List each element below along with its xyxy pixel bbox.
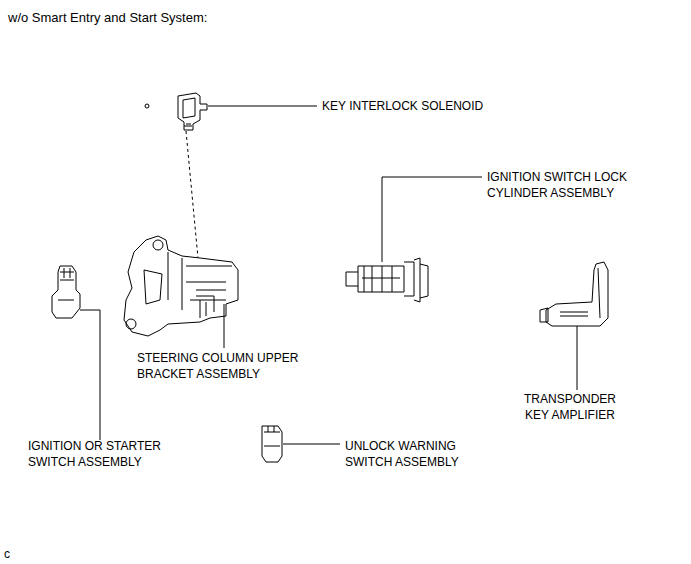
part-name: KEY INTERLOCK SOLENOID	[322, 98, 512, 114]
key-interlock-solenoid	[145, 104, 149, 108]
ignition-or-starter-switch	[52, 266, 80, 318]
heading: w/o Smart Entry and Start System:	[8, 10, 207, 26]
ignition-or-starter-switch	[58, 268, 74, 300]
transponder-key-amplifier	[540, 308, 548, 322]
leader-line	[382, 177, 482, 262]
part-name: IGNITION OR STARTER SWITCH ASSEMBLY	[28, 438, 196, 470]
unlock-warning-switch	[262, 426, 282, 462]
steering-column-upper-bracket	[124, 236, 238, 336]
leader-line	[224, 304, 225, 348]
ignition-switch-lock-cylinder	[404, 258, 420, 302]
key-interlock-solenoid	[184, 124, 192, 126]
transponder-key-amplifier	[546, 262, 608, 326]
key-interlock-solenoid	[145, 93, 207, 130]
leader-line	[283, 444, 340, 445]
leader-line	[80, 106, 577, 444]
ignition-switch-lock-cylinder	[420, 264, 428, 298]
transponder-key-amplifier	[540, 262, 608, 326]
leader-line	[208, 106, 317, 107]
steering-column-upper-bracket	[124, 236, 238, 336]
part-name: UNLOCK WARNING SWITCH ASSEMBLY	[345, 438, 490, 470]
steering-column-upper-bracket	[190, 300, 226, 318]
transponder-key-amplifier	[560, 268, 600, 318]
steering-column-upper-bracket	[153, 240, 163, 250]
part-name: IGNITION SWITCH LOCK CYLINDER ASSEMBLY	[487, 169, 667, 201]
steering-column-upper-bracket	[144, 252, 232, 312]
leader-line	[577, 326, 578, 390]
ignition-or-starter-switch	[52, 266, 80, 318]
figure-code: c	[4, 546, 24, 562]
leader-line	[80, 310, 100, 440]
unlock-warning-switch	[264, 426, 280, 446]
part-name: STEERING COLUMN UPPER BRACKET ASSEMBLY	[137, 350, 312, 382]
part-name: TRANSPONDER KEY AMPLIFIER	[515, 391, 625, 423]
ignition-switch-lock-cylinder	[362, 266, 400, 292]
installation-line	[186, 131, 198, 258]
key-interlock-solenoid	[178, 93, 207, 130]
ignition-switch-lock-cylinder	[358, 266, 404, 292]
steering-column-upper-bracket	[126, 319, 136, 329]
ignition-switch-lock-cylinder	[346, 272, 358, 286]
key-interlock-solenoid	[183, 98, 195, 118]
unlock-warning-switch	[262, 426, 282, 462]
ignition-switch-lock-cylinder	[346, 258, 428, 302]
